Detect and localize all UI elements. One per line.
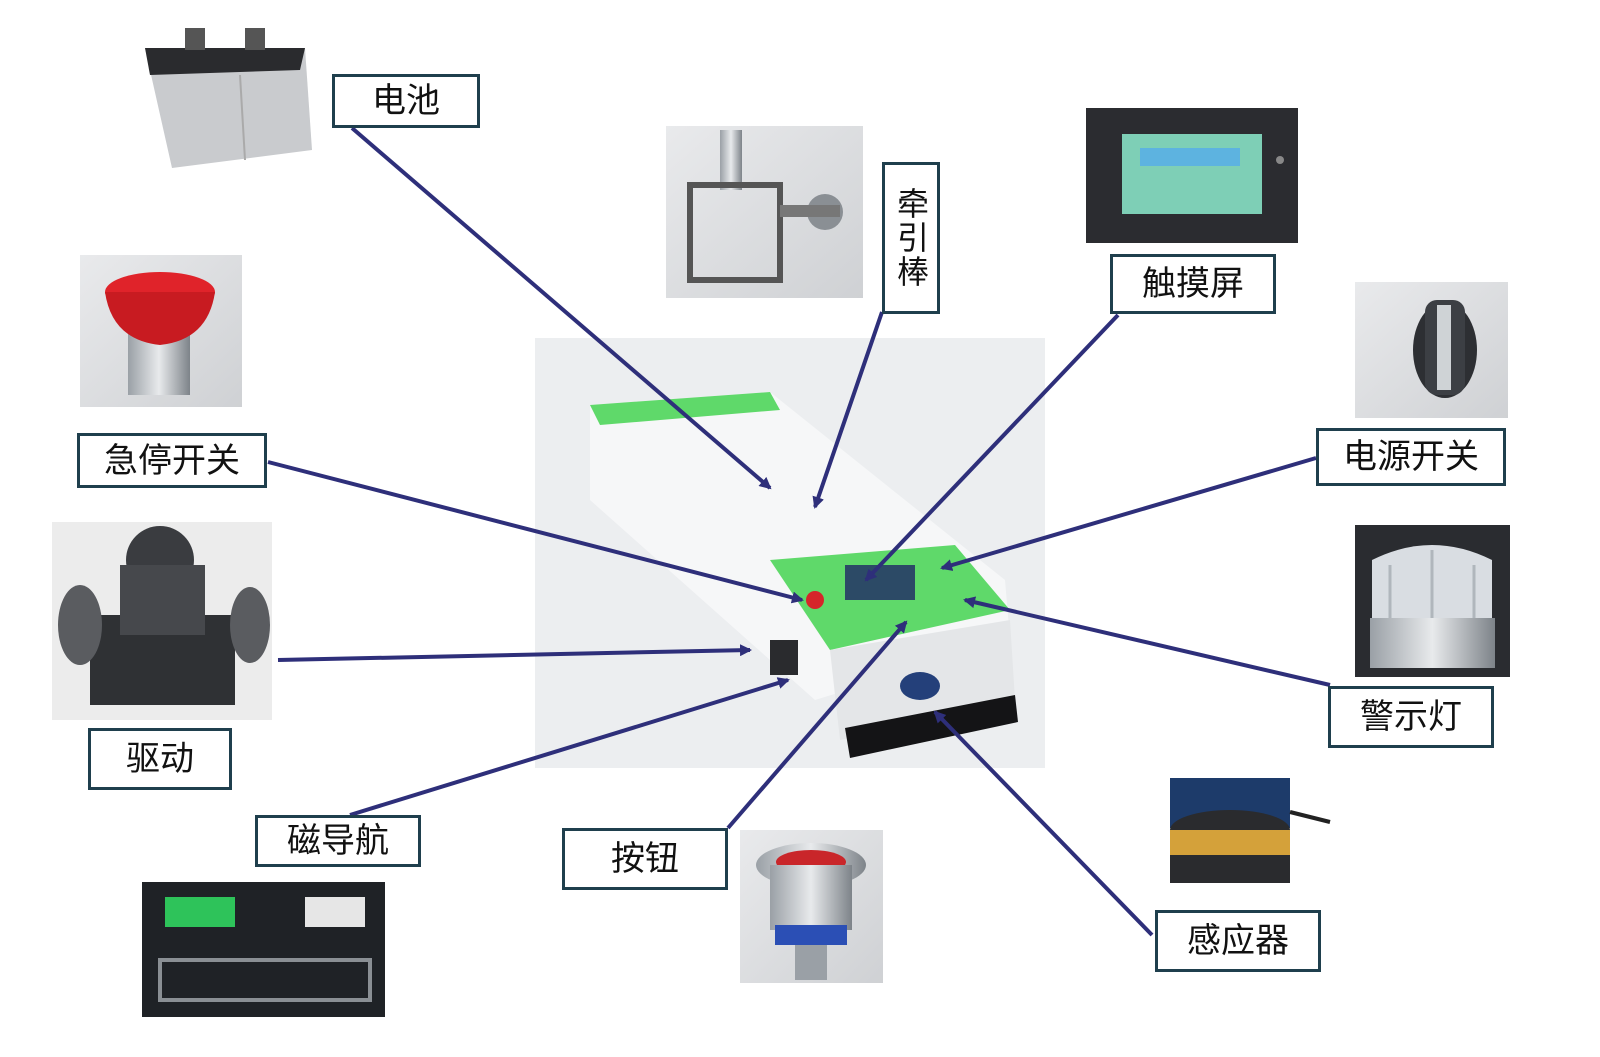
label-sensor: 感应器: [1155, 910, 1321, 972]
label-power-switch: 电源开关: [1316, 428, 1506, 486]
arrow-battery: [350, 126, 772, 490]
battery-photo: [140, 25, 315, 168]
label-magnetic-nav: 磁导航: [255, 815, 421, 867]
warning-light-photo: [1355, 525, 1510, 677]
arrow-drive: [277, 644, 752, 662]
label-warning-light: 警示灯: [1328, 686, 1494, 748]
magnetic-nav-photo: [142, 882, 385, 1017]
label-touch-screen: 触摸屏: [1110, 254, 1276, 314]
arrow-button: [726, 620, 908, 830]
arrow-tow-bar: [812, 311, 884, 509]
label-button: 按钮: [562, 828, 728, 890]
touch-screen-photo: [1086, 108, 1298, 243]
callout-arrows: [267, 126, 1331, 937]
arrow-sensor: [933, 710, 1154, 937]
agv-vehicle-photo: [535, 338, 1045, 768]
arrow-touch-screen: [864, 313, 1120, 582]
arrow-e-stop: [267, 460, 804, 604]
label-battery: 电池: [332, 74, 480, 128]
drive-photo: [52, 522, 272, 720]
arrow-warning-light: [963, 596, 1331, 687]
button-photo: [740, 830, 883, 983]
label-tow-bar: 牵引棒: [882, 162, 940, 314]
arrow-power-switch: [940, 456, 1317, 571]
label-drive: 驱动: [88, 728, 232, 790]
e-stop-photo: [80, 255, 242, 407]
tow-bar-photo: [666, 126, 863, 298]
power-switch-photo: [1355, 282, 1508, 418]
sensor-photo: [1170, 778, 1331, 883]
arrow-magnetic-nav: [349, 677, 790, 817]
label-e-stop: 急停开关: [77, 433, 267, 488]
